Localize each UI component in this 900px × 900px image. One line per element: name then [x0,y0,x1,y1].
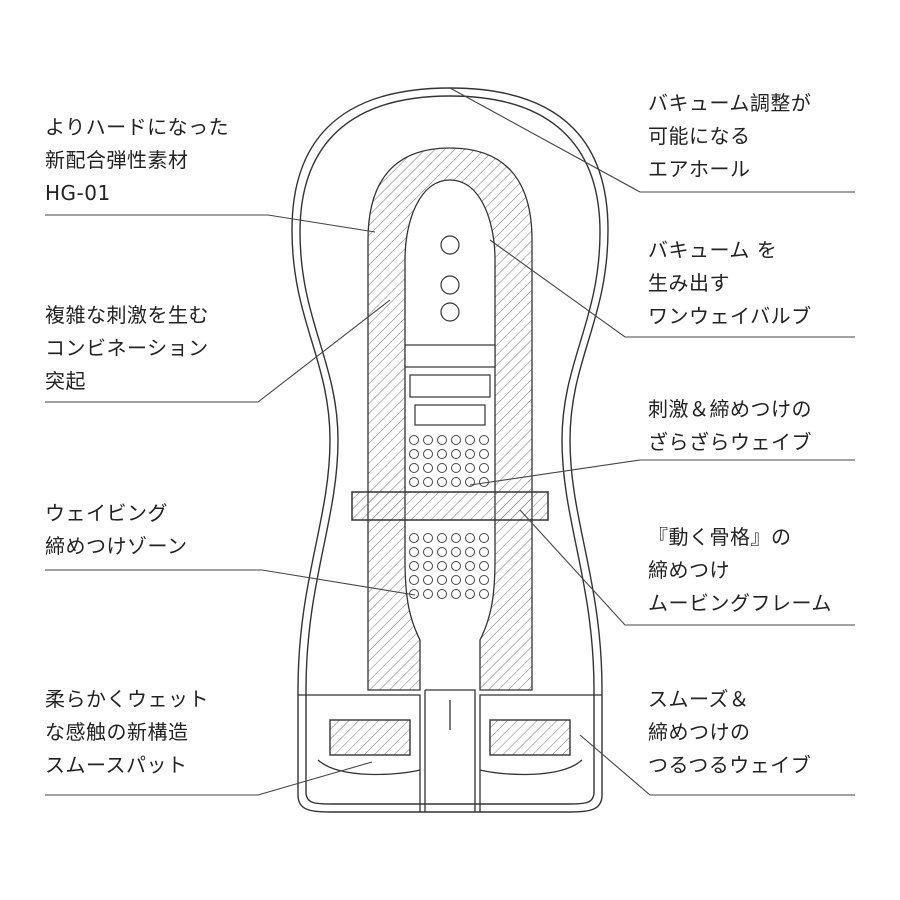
label-line: ざらざらウェイブ [648,430,812,454]
label-line: 生み出す [648,271,730,295]
texture-bump [479,589,489,599]
texture-bump [423,463,433,473]
label-line: よりハードになった [45,115,230,139]
texture-bump [451,575,461,585]
texture-bump [437,575,447,585]
label-rough-wave: 刺激＆締めつけの ざらざらウェイブ [648,393,812,459]
texture-bump [451,463,461,473]
texture-bump [423,547,433,557]
texture-bump [437,533,447,543]
label-line: ワンウェイバルブ [648,304,812,328]
texture-bump [479,449,489,459]
label-line: ウェイビング [45,501,168,525]
texture-bump [409,449,419,459]
texture-bump [479,547,489,557]
outer-case [291,87,609,813]
texture-bump [451,589,461,599]
texture-bump [409,533,419,543]
label-combination-bumps: 複雑な刺激を生む コンビネーション 突起 [45,299,209,398]
label-line: 刺激＆締めつけの [648,397,812,421]
label-line: バキューム を [648,238,778,262]
texture-bump [479,561,489,571]
texture-bump [437,561,447,571]
texture-bump [465,477,475,487]
texture-bump [423,589,433,599]
texture-bump [409,575,419,585]
texture-bump [423,477,433,487]
label-air-hole: バキューム調整が 可能になる エアホール [648,87,811,186]
smooth-pad-right [489,719,571,756]
texture-bump [451,477,461,487]
label-line: 新配合弾性素材 [45,148,189,172]
label-waving-zone: ウェイビング 締めつけゾーン [45,497,188,563]
texture-bump [465,561,475,571]
texture-bump [465,435,475,445]
texture-bump [451,547,461,557]
label-line: HG-01 [45,181,111,205]
label-line: バキューム調整が [648,91,812,115]
texture-bump [437,463,447,473]
label-line: コンビネーション [45,336,209,360]
label-line: 締めつけゾーン [45,534,188,558]
texture-bump [451,533,461,543]
label-line: エアホール [648,157,751,181]
label-line: 柔らかくウェット [45,687,209,711]
texture-bump [409,561,419,571]
texture-bump [465,547,475,557]
texture-bump [451,449,461,459]
texture-bump [479,463,489,473]
label-line: つるつるウェイブ [648,753,812,777]
label-moving-frame: 『動く骨格』の 締めつけ ムービングフレーム [648,521,832,620]
texture-bump [451,561,461,571]
label-one-way-valve: バキューム を 生み出す ワンウェイバルブ [648,234,812,333]
label-line: 突起 [45,369,86,393]
texture-bump [409,435,419,445]
texture-bump [437,435,447,445]
texture-bump [437,547,447,557]
leader-lines [45,87,855,796]
texture-bump [423,561,433,571]
texture-bump [423,449,433,459]
label-line: ムービングフレーム [648,591,832,615]
texture-bump [465,449,475,459]
texture-bump [409,463,419,473]
label-smooth-wave: スムーズ＆ 締めつけの つるつるウェイブ [648,683,811,782]
label-line: 締めつけ [648,558,730,582]
texture-bump [409,547,419,557]
texture-bump [423,533,433,543]
label-line: 『動く骨格』の [648,525,792,549]
label-line: 締めつけの [648,720,751,744]
texture-bump [423,435,433,445]
moving-frame [351,491,549,521]
texture-bump [479,533,489,543]
texture-bump [437,589,447,599]
texture-bump [479,575,489,585]
texture-bump [465,589,475,599]
label-line: な感触の新構造 [45,720,189,744]
texture-bump [479,435,489,445]
label-hg01-material: よりハードになった 新配合弾性素材 HG-01 [45,111,229,210]
smooth-pad-left [329,719,411,756]
label-line: スムーズ＆ [648,687,750,711]
texture-bump [465,533,475,543]
label-line: スムースパット [45,753,188,777]
texture-bump [437,449,447,459]
label-line: 可能になる [648,124,751,148]
texture-bump [423,575,433,585]
texture-bump [437,477,447,487]
inner-sleeve [367,147,533,691]
label-line: 複雑な刺激を生む [45,303,209,327]
texture-bump [465,463,475,473]
texture-bump [465,575,475,585]
texture-bump [409,477,419,487]
label-smooth-pad: 柔らかくウェット な感触の新構造 スムースパット [45,683,209,782]
texture-bump [451,435,461,445]
